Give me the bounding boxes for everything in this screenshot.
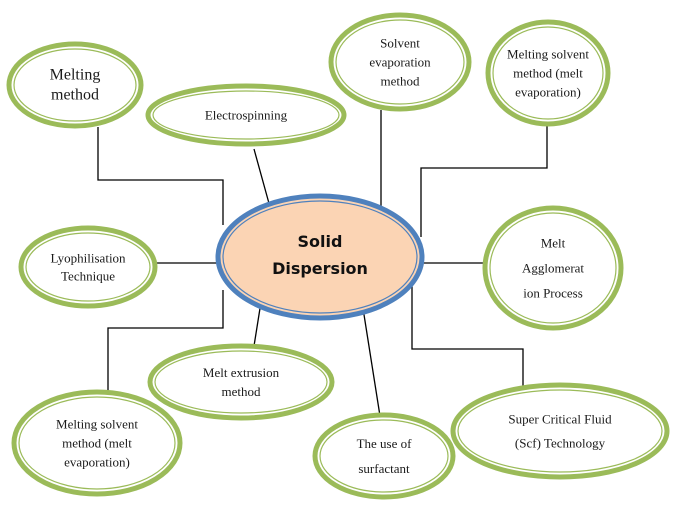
connectors	[97, 110, 548, 417]
node-ellipse-inner	[319, 419, 449, 493]
connector-melting-solvent-top	[420, 126, 548, 237]
node-ellipse-inner	[152, 90, 340, 140]
node-ellipse-inner	[13, 48, 137, 122]
node-melting-solvent-method-top: Melting solvent method (melt evaporation)	[485, 19, 611, 127]
node-super-critical-fluid-technology: Super Critical Fluid (Scf) Technology	[450, 382, 670, 480]
node-ellipse-inner	[154, 350, 328, 414]
node-label-line: (Scf) Technology	[515, 436, 606, 451]
node-label-line: method	[381, 74, 420, 89]
node-label-line: Melting solvent	[56, 417, 138, 432]
connector-melting-solvent-bottom	[107, 290, 224, 393]
node-label-line: evaporation)	[515, 85, 581, 100]
node-ellipse-inner	[335, 19, 465, 105]
node-ellipse-outer	[328, 12, 472, 112]
connector-electrospinning	[253, 148, 271, 208]
node-ellipse-outer	[11, 389, 183, 497]
node-ellipse-outer	[145, 83, 347, 147]
connector-surfactant	[361, 301, 381, 417]
node-label-line: Technique	[61, 269, 115, 284]
center-ellipse-outer	[215, 193, 425, 321]
node-ellipse-outer	[6, 41, 144, 129]
node-label-line: evaporation)	[64, 455, 130, 470]
node-label-line: Solvent	[380, 36, 420, 51]
node-label-line: Super Critical Fluid	[508, 412, 612, 427]
node-ellipse-outer	[18, 225, 158, 309]
node-use-of-surfactant: The use of surfactant	[312, 412, 456, 500]
node-ellipse-inner	[18, 396, 176, 490]
node-label-line: Agglomerat	[522, 261, 584, 276]
node-label-line: method (melt	[62, 436, 132, 451]
nodes: MeltingmethodElectrospinningSolventevapo…	[6, 12, 670, 500]
node-label-line: Melt	[541, 236, 566, 251]
node-ellipse-outer	[147, 343, 335, 421]
node-label-line: Melting solvent	[507, 47, 589, 62]
node-solvent-evaporation-method: Solvent evaporation method	[328, 12, 472, 112]
node-label-line: surfactant	[358, 461, 410, 476]
node-melt-extrusion-method: Melt extrusion method	[147, 343, 335, 421]
node-ellipse-outer	[450, 382, 670, 480]
node-label-line: Solid	[298, 232, 343, 251]
node-label-line: evaporation	[369, 55, 431, 70]
node-ellipse-outer	[482, 205, 624, 331]
node-label-line: Lyophilisation	[50, 251, 126, 266]
node-label-line: Melt extrusion	[203, 365, 280, 380]
node-ellipse-outer	[485, 19, 611, 127]
node-label-line: Melting	[50, 67, 101, 84]
node-label-line: The use of	[357, 436, 413, 451]
node-label-line: ion Process	[523, 286, 583, 301]
node-label-line: method (melt	[513, 66, 583, 81]
node-label-line: Dispersion	[272, 259, 368, 278]
node-ellipse-inner	[457, 389, 663, 473]
node-label-line: method	[222, 384, 261, 399]
node-electrospinning: Electrospinning	[145, 83, 347, 147]
node-melting-method: Melting method	[6, 41, 144, 129]
node-ellipse-inner	[492, 26, 604, 120]
connector-melt-extrusion	[253, 301, 262, 347]
node-melting-solvent-method-bottom: Melting solvent method (melt evaporation)	[11, 389, 183, 497]
node-ellipse-inner	[25, 232, 151, 302]
connector-melting-method	[97, 127, 224, 225]
node-label-line: method	[51, 87, 99, 104]
node-ellipse-outer	[312, 412, 456, 500]
center-ellipse-inner	[222, 200, 418, 314]
node-ellipse-inner	[489, 212, 617, 324]
connector-super-critical-fluid	[411, 270, 524, 392]
node-label-line: Electrospinning	[205, 108, 288, 123]
